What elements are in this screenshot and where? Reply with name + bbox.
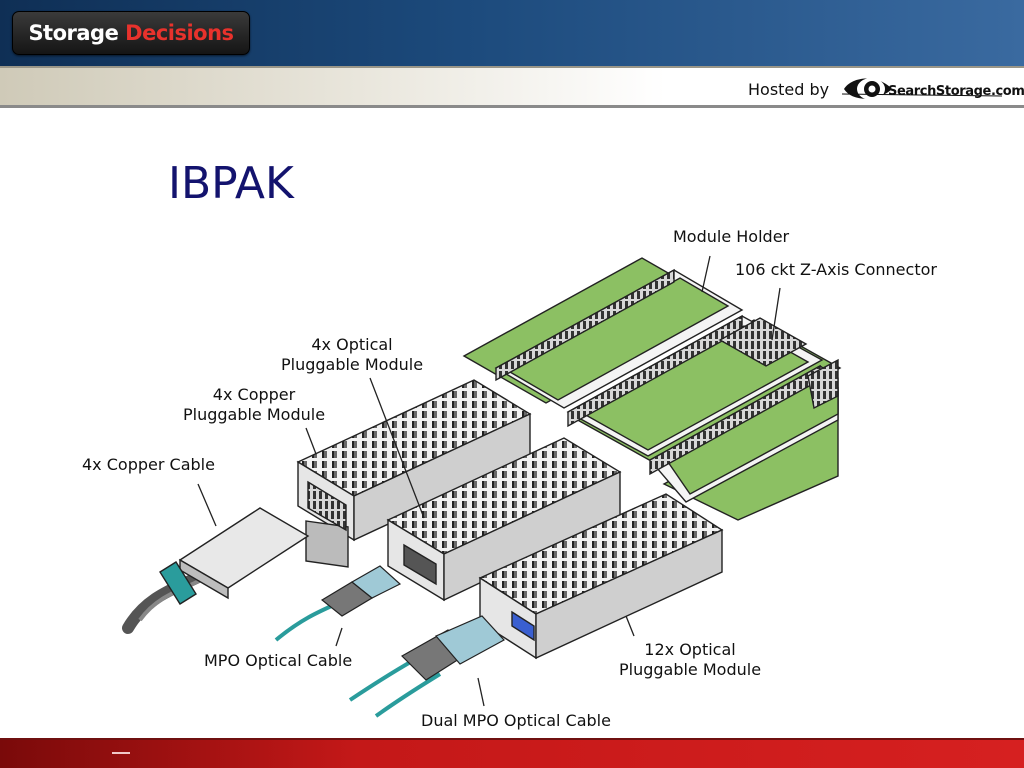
label-module-holder: Module Holder: [673, 227, 790, 246]
logo-word-storage: Storage: [28, 21, 119, 45]
blue-connector: [511, 610, 535, 642]
leader-z-axis: [771, 287, 781, 341]
label-copper-module-line2: Pluggable Module: [182, 405, 326, 424]
logo-wordmark: Storage Decisions: [13, 12, 249, 54]
logo-word-decisions: Decisions: [125, 21, 234, 45]
leader-optical-4x: [369, 377, 425, 519]
label-copper-module-line1: 4x Copper: [212, 385, 296, 404]
label-optical-4x: 4x Optical Pluggable Module: [276, 335, 428, 375]
mpo-optical-cable: [274, 565, 402, 642]
leader-copper-module: [305, 427, 317, 455]
copper-cable-pull-tab: [159, 561, 197, 605]
leader-mpo-cable: [335, 627, 343, 647]
slide-title: IBPAK: [168, 158, 294, 209]
label-optical-4x-line2: Pluggable Module: [280, 355, 424, 374]
footer-bar: [0, 740, 1024, 768]
header-divider: [0, 105, 1024, 108]
dual-mpo-optical-cable: [348, 615, 505, 718]
connector-rail-1: [495, 268, 675, 382]
label-mpo-cable: MPO Optical Cable: [204, 651, 353, 670]
footer-divider: [0, 738, 1024, 740]
footer-mark: [112, 752, 130, 754]
label-dual-mpo-cable: Dual MPO Optical Cable: [421, 711, 611, 730]
z-axis-connector-1: [718, 317, 808, 367]
leader-dual-mpo: [477, 677, 485, 707]
leader-module-holder: [701, 255, 711, 293]
module-holder: [462, 257, 842, 521]
label-optical-12x-line2: Pluggable Module: [618, 660, 762, 679]
label-optical-12x-line1: 12x Optical: [644, 640, 736, 659]
copper-cable: [122, 507, 310, 634]
storage-decisions-logo[interactable]: Storage Decisions: [12, 11, 250, 55]
z-axis-connector-2: [807, 358, 839, 410]
label-optical-12x: 12x Optical Pluggable Module: [612, 640, 768, 680]
label-optical-4x-line1: 4x Optical: [311, 335, 393, 354]
searchstorage-eye-icon[interactable]: [842, 72, 1012, 106]
optical-4x-pluggable-module: [386, 437, 622, 602]
leader-lines: [197, 255, 781, 707]
optical-12x-pluggable-module: [478, 493, 724, 660]
label-copper-module: 4x Copper Pluggable Module: [178, 385, 330, 425]
leader-12x-optical: [625, 615, 635, 637]
leader-copper-cable: [197, 483, 217, 527]
searchstorage-wordmark: SearchStorage.com: [888, 84, 1024, 99]
label-z-axis-connector: 106 ckt Z-Axis Connector: [735, 260, 937, 279]
label-copper-cable: 4x Copper Cable: [82, 455, 215, 474]
copper-pluggable-module: [296, 379, 532, 568]
hosted-by-label: Hosted by: [748, 80, 830, 99]
